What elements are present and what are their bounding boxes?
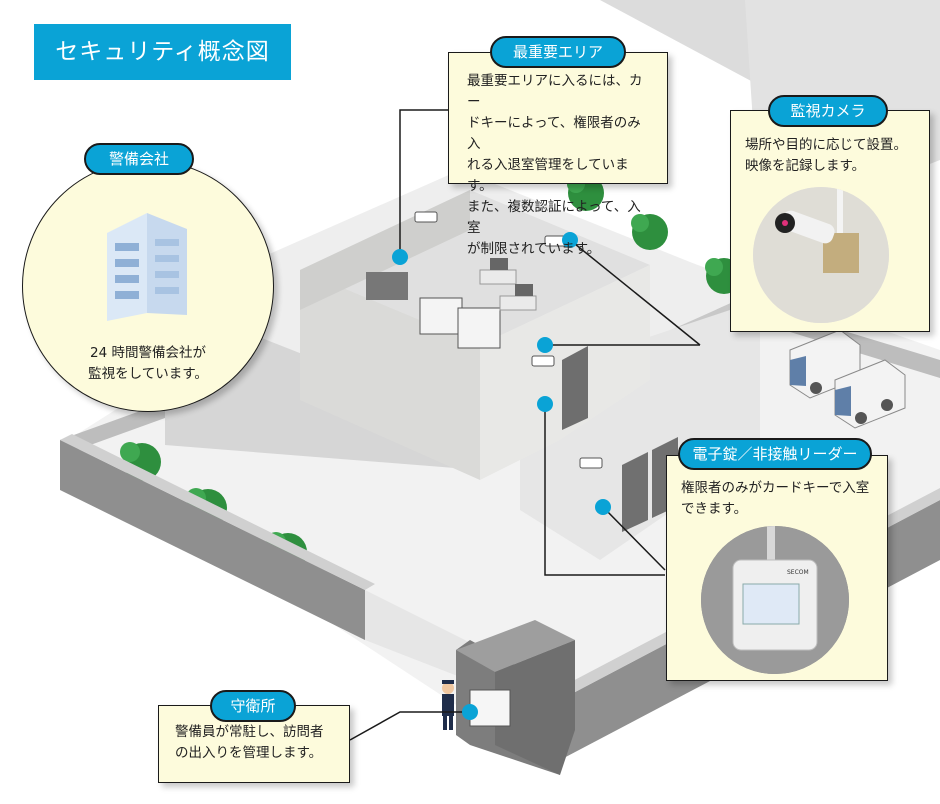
security-guard: [442, 680, 454, 730]
perimeter-wall-left-cap: [60, 434, 375, 590]
security-company-line-2: 監視をしています。: [88, 366, 208, 382]
camera-device-4: [579, 457, 603, 469]
critical-room-left-wall: [300, 270, 480, 480]
monitor-2: [515, 284, 533, 296]
lock-panel: 権限者のみがカードキーで入室 できます。 SECOM: [666, 455, 888, 681]
security-camera-icon: [753, 187, 889, 323]
office-building-icon: [107, 213, 187, 321]
critical-area-panel: 最重要エリアに入るには、カー ドキーによって、権限者のみ入 れる入退室管理をして…: [448, 52, 668, 257]
perimeter-wall-left-front: [60, 440, 365, 640]
security-company-panel: 24 時間警備会社が 監視をしています。: [22, 160, 274, 412]
camera-line-2: 映像を記録します。: [745, 158, 866, 174]
room-door: [562, 346, 588, 430]
security-company-label: 警備会社: [84, 143, 194, 175]
guard-house-panel: 警備員が常駐し、訪問者 の出入りを管理します。: [158, 705, 350, 783]
guard-house-line-2: の出入りを管理します。: [175, 745, 323, 761]
camera-device-1: [414, 211, 438, 223]
critical-area-line-2: ドキーによって、権限者のみ入: [467, 115, 641, 152]
card-reader-photo: SECOM: [701, 526, 849, 674]
card-reader-icon: SECOM: [701, 526, 849, 674]
guard-house: [456, 620, 575, 775]
security-company-text: 24 時間警備会社が 監視をしています。: [23, 343, 273, 385]
desk-2: [499, 295, 537, 311]
leader-lines: [349, 109, 701, 741]
guard-house-line-1: 警備員が常駐し、訪問者: [175, 724, 324, 740]
marker-dots: [392, 232, 611, 720]
critical-area-line-5: が制限されています。: [467, 241, 601, 257]
critical-area-line-3: れる入退室管理をしています。: [467, 157, 629, 194]
copier-2: [457, 307, 501, 349]
monitor-1: [490, 258, 508, 270]
critical-area-line-1: 最重要エリアに入るには、カー: [467, 73, 643, 110]
reader-brand: SECOM: [787, 569, 809, 576]
camera-device-3: [531, 355, 555, 367]
camera-label: 監視カメラ: [768, 95, 888, 127]
critical-area-line-4: また、複数認証によって、入室: [467, 199, 641, 236]
server-rack: [366, 272, 408, 300]
copier-1: [419, 297, 463, 335]
security-company-line-1: 24 時間警備会社が: [90, 345, 206, 361]
entrance-door-left: [622, 452, 648, 532]
critical-room-floor: [300, 190, 650, 345]
lock-label: 電子錠／非接触リーダー: [678, 438, 872, 470]
camera-line-1: 場所や目的に応じて設置。: [745, 137, 907, 153]
truck-2: [834, 359, 906, 429]
critical-area-label: 最重要エリア: [490, 36, 626, 68]
camera-photo: [753, 187, 889, 323]
page-title: セキュリティ概念図: [34, 24, 291, 80]
camera-panel: 場所や目的に応じて設置。 映像を記録します。: [730, 110, 930, 332]
lock-line-1: 権限者のみがカードキーで入室: [681, 480, 870, 496]
tree-5: [631, 214, 668, 250]
lock-line-2: できます。: [681, 501, 748, 517]
desk-1: [479, 269, 517, 285]
guard-house-label: 守衛所: [210, 690, 296, 722]
